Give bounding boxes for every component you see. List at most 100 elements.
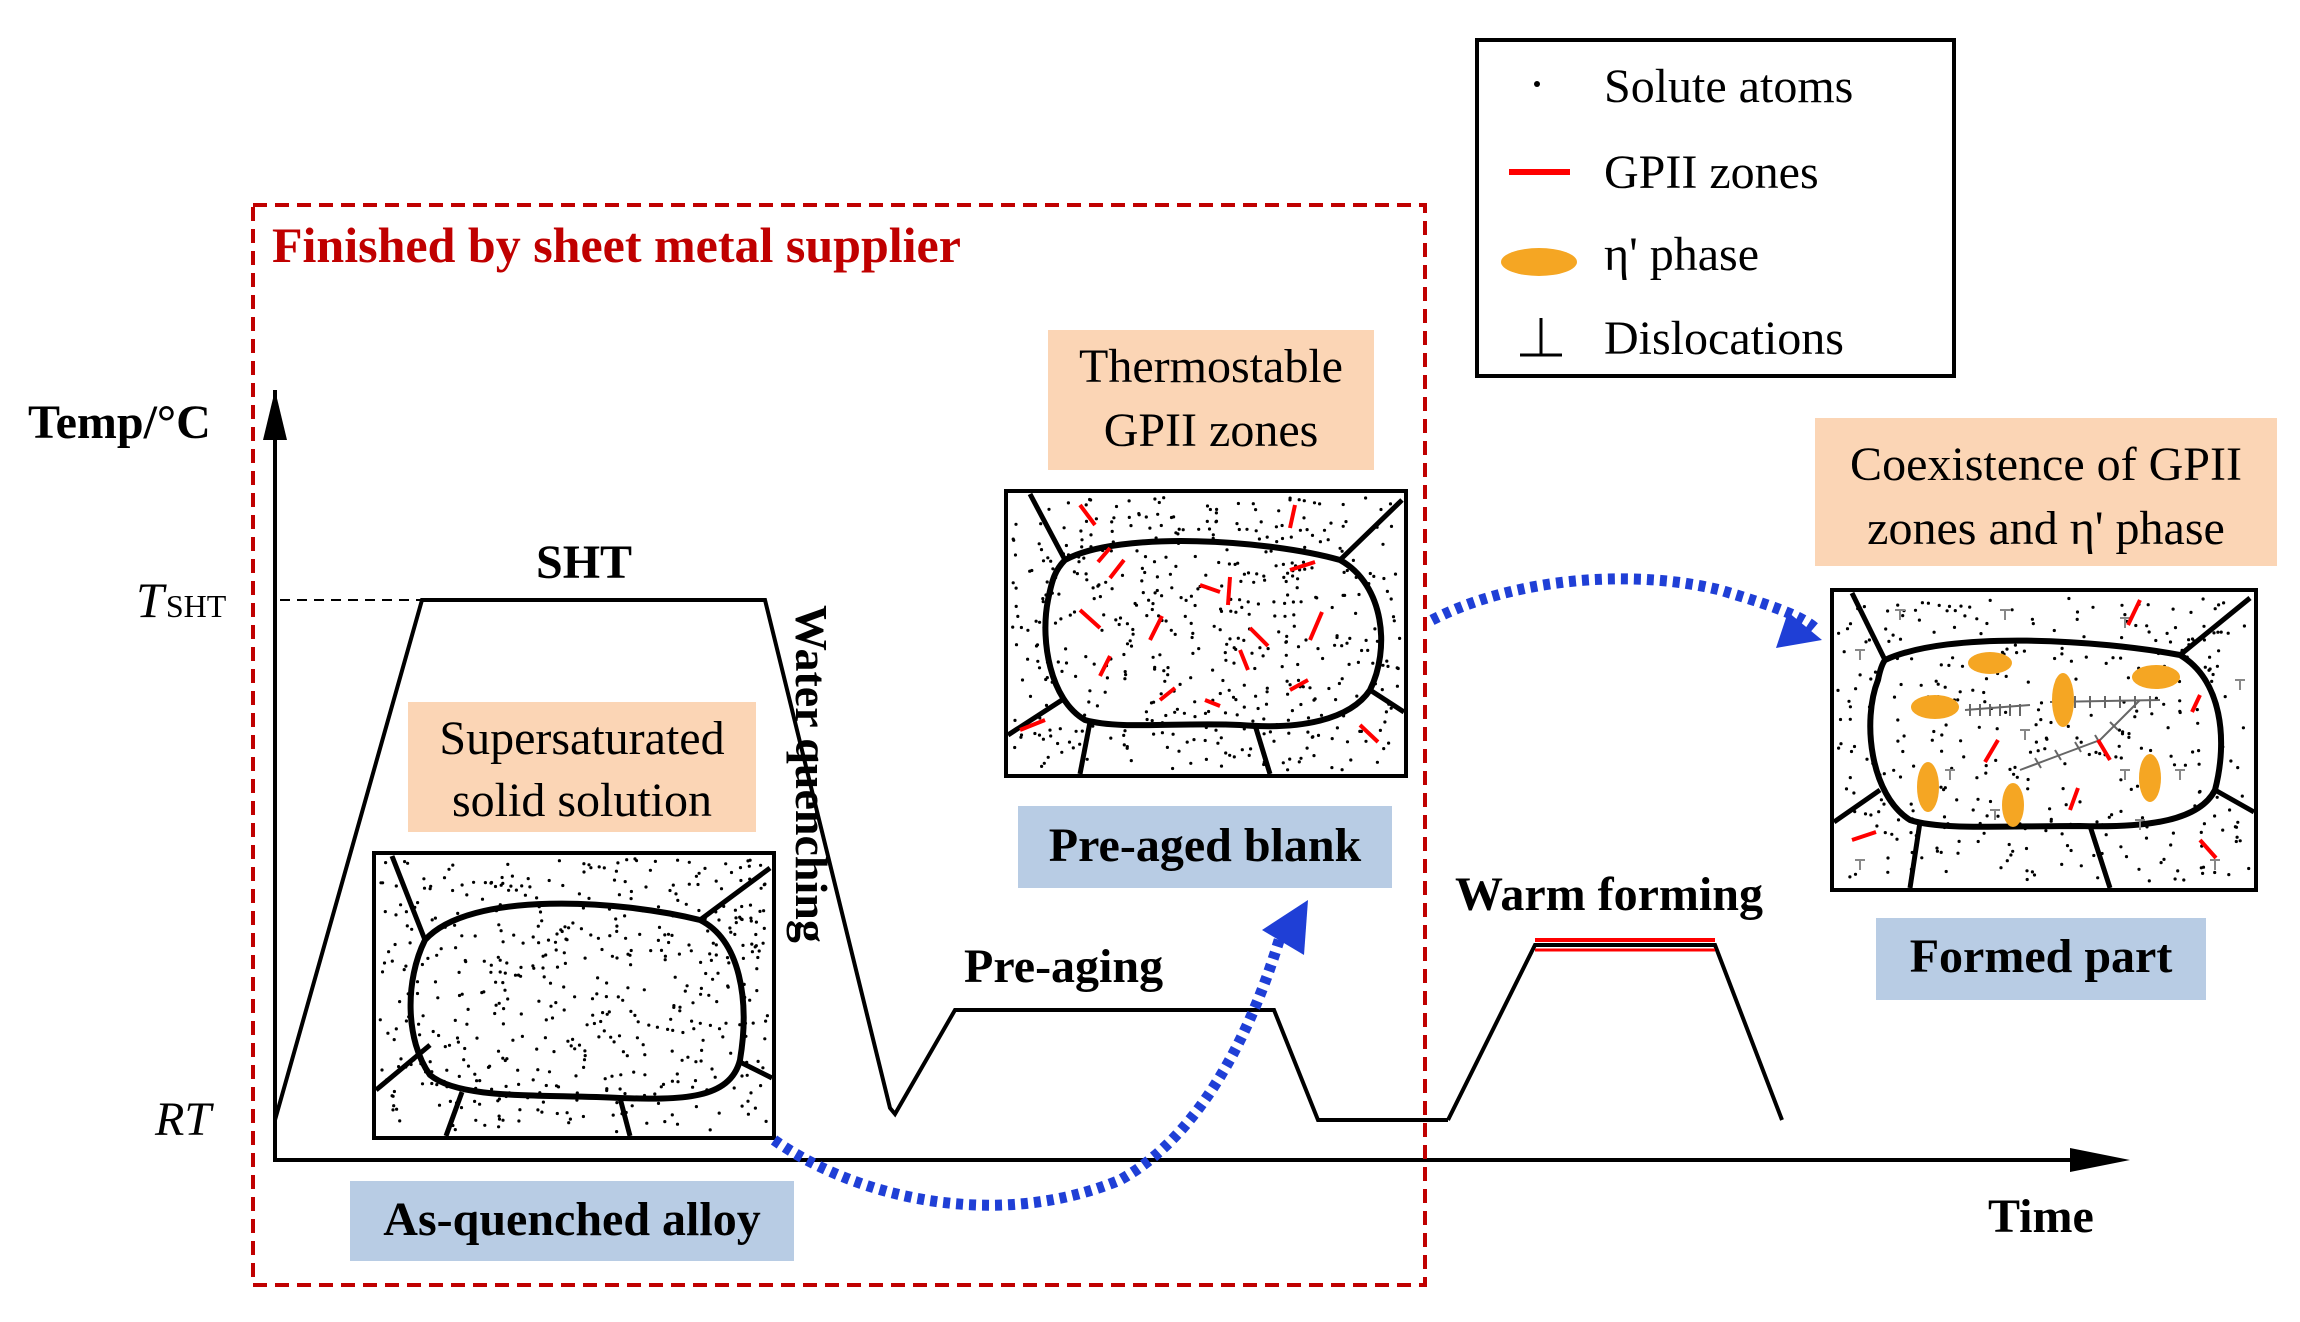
solute-atom-dot — [1395, 666, 1399, 670]
solute-atom-dot — [1077, 560, 1081, 564]
solute-atom-dot — [676, 1080, 680, 1084]
solute-atom-dot — [1358, 729, 1362, 734]
solute-atom-dot — [2075, 617, 2079, 622]
solute-atom-dot — [2089, 713, 2093, 717]
solute-atom-dot — [451, 888, 455, 893]
solute-atom-dot — [1236, 561, 1240, 565]
solute-atom-dot — [1041, 737, 1045, 741]
solute-atom-dot — [2026, 680, 2030, 684]
solute-atom-dot — [587, 863, 591, 867]
solute-atom-dot — [1110, 587, 1114, 591]
solute-atom-dot — [1310, 566, 1314, 570]
solute-atom-dot — [456, 911, 460, 916]
solute-atom-dot — [439, 947, 443, 951]
solute-atom-dot — [1177, 527, 1181, 531]
solute-atom-dot — [1109, 736, 1113, 740]
solute-atom-dot — [2126, 676, 2130, 680]
solute-atom-dot — [684, 902, 688, 906]
solute-atom-dot — [513, 973, 518, 977]
solute-atom-dot — [615, 924, 619, 928]
solute-atom-dot — [1080, 729, 1084, 733]
solute-atom-dot — [1122, 743, 1126, 747]
solute-atom-dot — [761, 1066, 765, 1070]
solute-atom-dot — [1091, 724, 1095, 728]
solute-atom-dot — [675, 1072, 679, 1076]
solute-atom-dot — [745, 1073, 749, 1077]
solute-atom-dot — [1882, 802, 1886, 806]
solute-atom-dot — [505, 1057, 509, 1061]
solute-atom-dot — [1295, 586, 1299, 590]
solute-atom-dot — [1391, 615, 1396, 619]
solute-atom-dot — [582, 870, 586, 874]
solute-atom-dot — [550, 1016, 555, 1020]
solute-atom-dot — [582, 862, 586, 866]
solute-atom-dot — [667, 940, 671, 945]
solute-atom-dot — [391, 1108, 395, 1112]
solute-atom-dot — [1996, 814, 2000, 818]
solute-atom-dot — [1058, 727, 1062, 731]
solute-atom-dot — [1133, 601, 1137, 606]
solute-atom-dot — [1013, 553, 1018, 557]
legend-solute: Solute atoms — [1604, 60, 1853, 113]
solute-atom-dot — [1381, 663, 1385, 667]
solute-atom-dot — [656, 905, 661, 909]
solute-atom-dot — [540, 919, 544, 923]
solute-atom-dot — [2144, 836, 2149, 840]
solute-atom-dot — [1145, 717, 1149, 722]
solute-atom-dot — [2032, 873, 2037, 877]
solute-atom-dot — [1873, 670, 1878, 674]
solute-atom-dot — [2208, 667, 2212, 671]
solute-atom-dot — [1218, 628, 1222, 632]
solute-atom-dot — [494, 980, 498, 984]
solute-atom-dot — [1049, 559, 1053, 563]
solute-atom-dot — [582, 1058, 587, 1062]
solute-atom-dot — [406, 861, 410, 865]
solute-atom-dot — [1085, 757, 1089, 761]
solute-atom-dot — [2104, 833, 2108, 837]
solute-atom-dot — [501, 1022, 505, 1026]
solute-atom-dot — [531, 935, 535, 939]
solute-atom-dot — [756, 955, 760, 960]
solute-atom-dot — [430, 918, 434, 922]
solute-atom-dot — [1189, 621, 1193, 626]
solute-atom-dot — [483, 881, 487, 885]
solute-atom-dot — [1091, 586, 1095, 590]
solute-atom-dot — [1256, 706, 1260, 711]
solute-atom-dot — [596, 936, 601, 940]
solute-atom-dot — [1310, 533, 1315, 538]
solute-atom-dot — [1988, 598, 1992, 603]
solute-atom-dot — [1368, 571, 1372, 576]
solute-atom-dot — [2146, 603, 2150, 607]
solute-atom-dot — [1036, 659, 1040, 663]
solute-atom-dot — [1842, 650, 1846, 654]
solute-atom-dot — [1037, 542, 1041, 546]
solute-atom-dot — [1935, 846, 1939, 850]
solute-atom-dot — [1284, 579, 1288, 584]
solute-atom-dot — [1955, 798, 1959, 802]
rt-label: RT — [154, 1093, 214, 1146]
solute-atom-dot — [1958, 690, 1962, 694]
solute-atom-dot — [746, 1112, 751, 1116]
solute-atom-dot — [416, 901, 420, 905]
solute-atom-dot — [1257, 537, 1261, 541]
solute-atom-dot — [2034, 723, 2038, 727]
solute-atom-dot — [457, 1074, 461, 1078]
solute-atom-dot — [678, 1005, 682, 1009]
solute-atom-dot — [1863, 812, 1868, 816]
gpii-zones — [1019, 503, 1380, 744]
solute-atom-dot — [1882, 772, 1886, 776]
solute-atom-dot — [603, 1077, 607, 1081]
solute-atom-dot — [1896, 718, 1900, 722]
solute-atom-dot — [725, 956, 730, 960]
solute-atom-dot — [1979, 632, 1983, 636]
solute-atom-dot — [1033, 731, 1037, 736]
solute-atom-dot — [1203, 711, 1208, 716]
solute-atom-dot — [699, 992, 703, 996]
solute-atom-dot — [1088, 689, 1092, 693]
solute-atom-dot — [445, 1068, 449, 1072]
solute-atom-dot — [2222, 601, 2226, 605]
solute-atom-dot — [1371, 661, 1375, 665]
solute-atom-dot — [2036, 749, 2040, 753]
solute-atom-dot — [1299, 756, 1303, 760]
solute-atom-dot — [1994, 758, 1998, 763]
